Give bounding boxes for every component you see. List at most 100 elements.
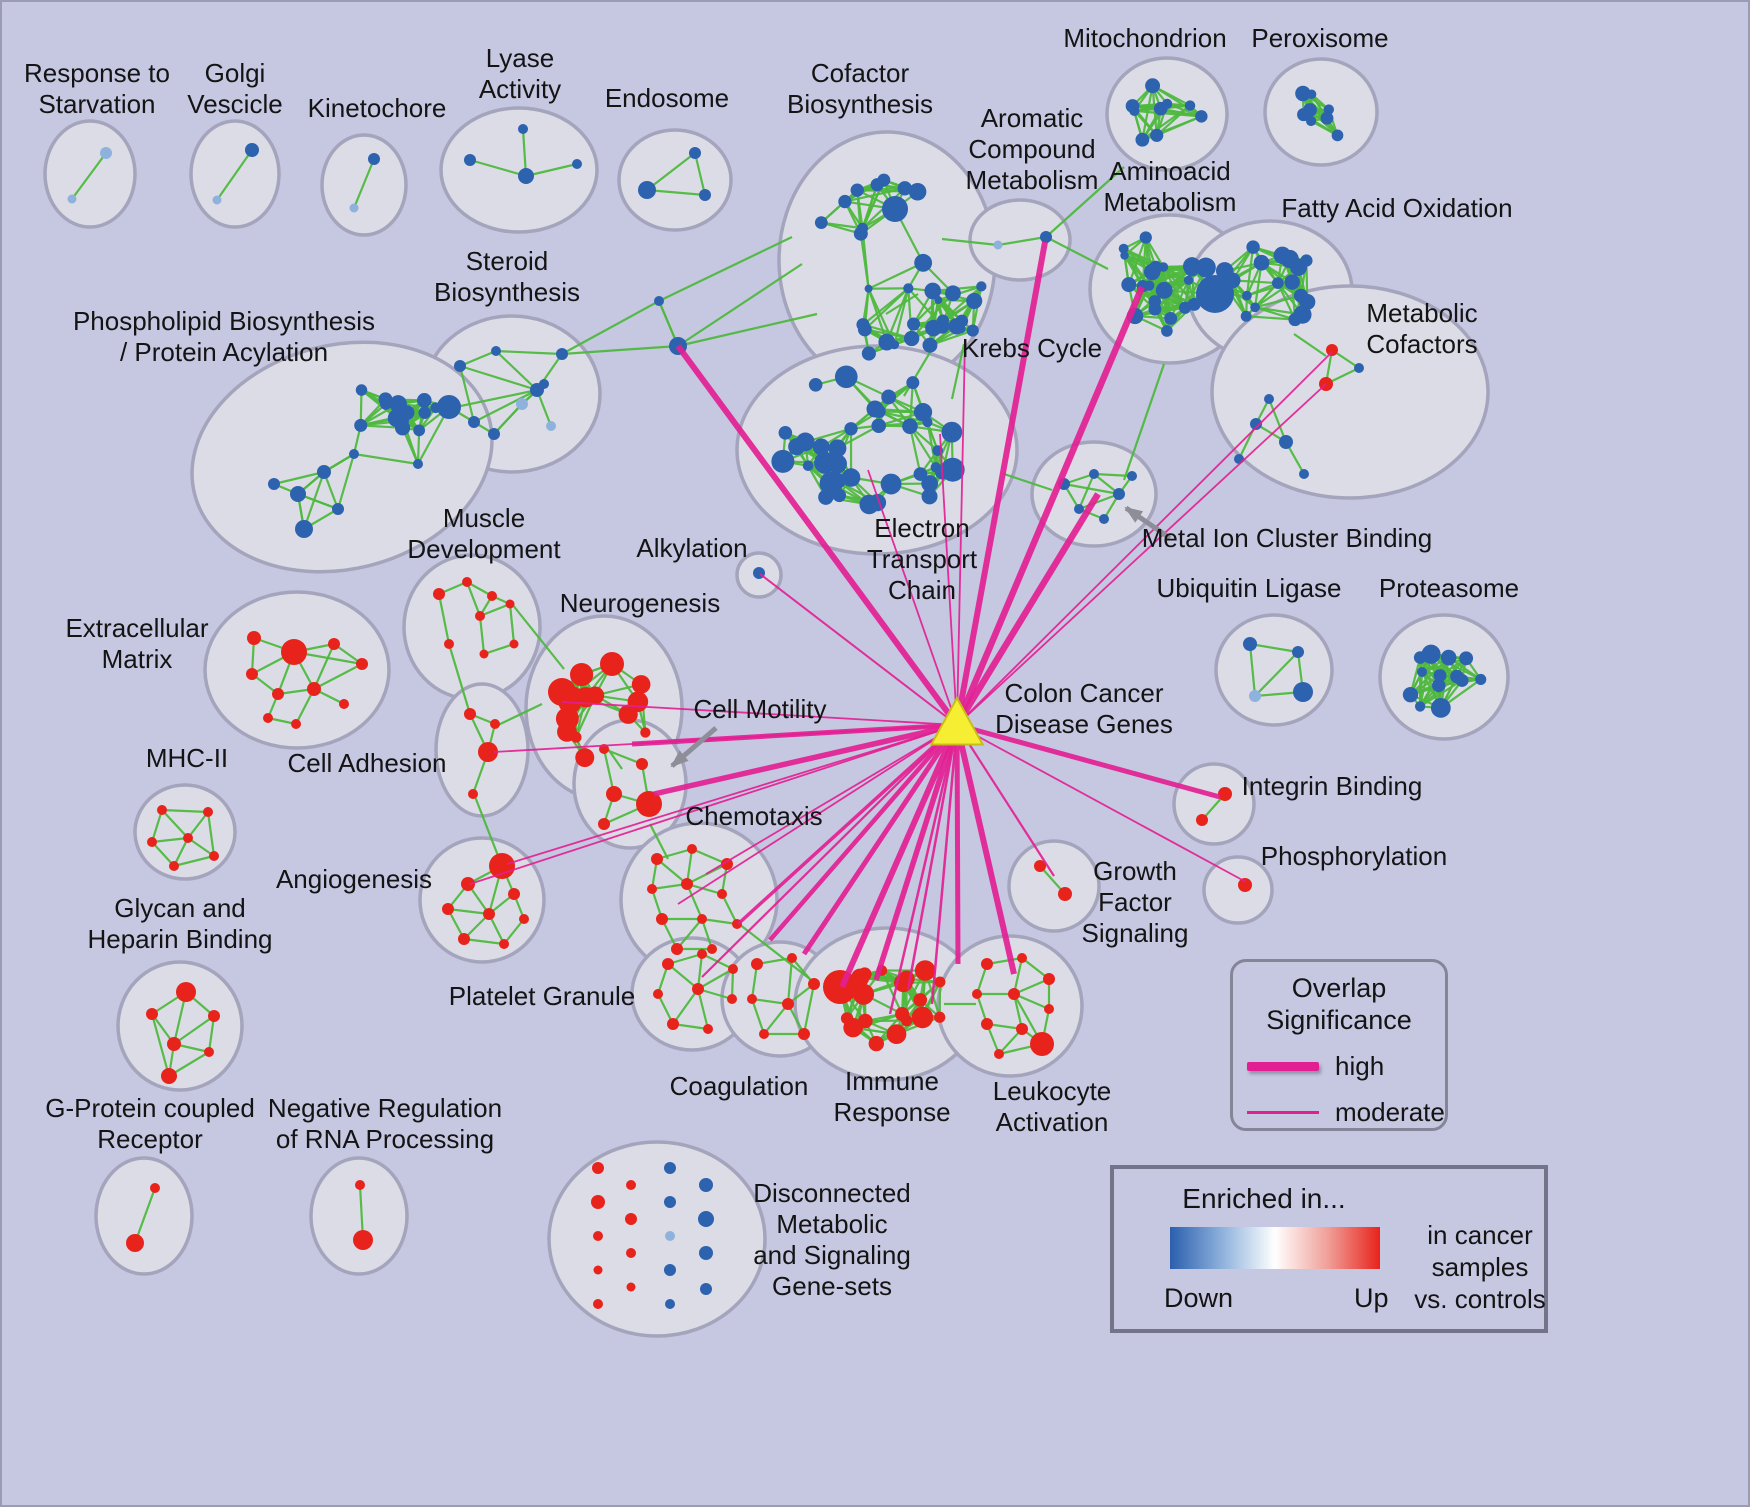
gene-set-node <box>908 182 927 201</box>
gene-set-node <box>895 1006 910 1022</box>
gene-set-node <box>955 314 969 328</box>
gene-set-node <box>1475 673 1487 685</box>
cluster-label-electron-transport-chain: Transport <box>867 544 978 574</box>
gene-set-node <box>444 639 454 649</box>
gene-set-edge <box>493 403 523 435</box>
overlap-significance-edge <box>736 723 959 926</box>
gene-set-node <box>1293 288 1308 303</box>
gene-set-node <box>1279 435 1293 449</box>
cluster-label-proteasome: Proteasome <box>1379 573 1519 603</box>
gene-set-edge <box>313 663 363 690</box>
gene-set-node <box>1253 254 1270 271</box>
gene-set-node <box>802 460 814 472</box>
cluster-label-disconnected-metabolic-and-signaling-gene-sets: Disconnected <box>753 1178 911 1208</box>
cluster-growth-factor-signaling <box>1007 839 1101 933</box>
gene-set-edge <box>447 907 490 916</box>
cluster-label-steroid-biosynthesis: Steroid <box>466 246 548 276</box>
cluster-muscle-development <box>402 553 542 701</box>
gene-set-node <box>317 465 331 479</box>
gene-set-node <box>1440 649 1457 666</box>
inter-cluster-edge <box>511 603 565 670</box>
gene-set-edge <box>495 350 538 391</box>
gene-set-node <box>924 282 942 300</box>
gene-set-node <box>913 993 928 1007</box>
inter-cluster-edge <box>649 823 669 860</box>
gene-set-node <box>1306 89 1317 99</box>
cluster-label-negative-regulation-of-rna-processing: of RNA Processing <box>276 1124 494 1154</box>
enriched-context-line2: samples <box>1431 1252 1529 1282</box>
cluster-label-angiogenesis: Angiogenesis <box>276 864 432 894</box>
gene-set-node <box>626 1180 636 1190</box>
gene-set-edge <box>1077 473 1096 510</box>
gene-set-node <box>478 742 498 762</box>
cluster-aromatic-compound-metabolism <box>968 198 1072 282</box>
cluster-label-growth-factor-signaling: Factor <box>1098 887 1172 917</box>
cluster-label-cell-adhesion: Cell Adhesion <box>288 748 447 778</box>
gene-set-edge <box>1276 282 1297 321</box>
cluster-label-leukocyte-activation: Leukocyte <box>993 1076 1112 1106</box>
gene-set-node <box>518 168 534 184</box>
cluster-label-chemotaxis: Chemotaxis <box>685 801 822 831</box>
gene-set-edge <box>1141 104 1191 141</box>
gene-set-node <box>880 473 902 495</box>
cluster-glycan-and-heparin-binding <box>116 960 244 1092</box>
gene-set-edge <box>353 452 419 466</box>
gene-set-edge <box>1063 482 1120 496</box>
cluster-label-disconnected-metabolic-and-signaling-gene-sets: and Signaling <box>753 1240 911 1270</box>
gene-set-node <box>1292 646 1304 658</box>
gene-set-node <box>433 588 445 600</box>
inter-cluster-edge <box>677 312 818 348</box>
gene-set-node <box>464 154 476 166</box>
gene-set-edge <box>751 997 789 1006</box>
gene-set-node <box>689 147 701 159</box>
gene-set-node <box>858 1013 873 1029</box>
gene-set-node <box>925 319 942 337</box>
cluster-label-muscle-development: Muscle <box>443 503 525 533</box>
cluster-label-lyase-activity: Activity <box>479 74 561 104</box>
gene-set-node <box>430 402 442 414</box>
overlap-significance-edge <box>677 724 958 905</box>
gene-set-node <box>1148 302 1162 316</box>
gene-set-edge <box>463 937 505 946</box>
gene-set-node <box>147 837 157 847</box>
gene-set-node <box>625 1213 637 1225</box>
gene-set-node <box>1162 98 1173 109</box>
gene-set-node <box>651 853 663 865</box>
inter-cluster-edge <box>1045 166 1125 238</box>
gene-set-node <box>1135 132 1150 147</box>
gene-set-node <box>354 418 368 432</box>
gene-set-edge <box>473 389 538 423</box>
cluster-label-aromatic-compound-metabolism: Metabolism <box>966 165 1099 195</box>
gene-set-node <box>889 339 900 350</box>
gene-set-node <box>570 731 582 743</box>
gene-set-node <box>852 983 875 1005</box>
gene-set-edge <box>859 233 870 289</box>
gene-set-node <box>516 398 528 410</box>
gene-set-edge <box>459 364 538 392</box>
gene-set-node <box>882 196 908 222</box>
gene-set-node <box>751 958 763 970</box>
gene-set-node <box>356 658 368 670</box>
gene-set-node <box>787 953 797 963</box>
gene-set-node <box>454 360 466 372</box>
hub-label: Disease Genes <box>995 709 1173 739</box>
gene-set-node <box>593 1231 603 1241</box>
gene-set-node <box>546 421 556 431</box>
gene-set-node <box>671 943 683 955</box>
gene-set-node <box>697 949 707 959</box>
cluster-label-leukocyte-activation: Activation <box>996 1107 1109 1137</box>
gene-set-node <box>728 964 738 974</box>
overlap-significance-legend: Overlap Significance high moderate <box>1230 959 1448 1131</box>
gene-set-node <box>556 348 568 360</box>
gene-set-node <box>1331 129 1344 142</box>
gene-set-node <box>1155 281 1173 299</box>
gene-set-edge <box>352 158 376 209</box>
gene-set-edge <box>187 837 215 857</box>
gene-set-node <box>1306 115 1317 127</box>
gene-set-node <box>636 758 648 770</box>
gene-set-node <box>834 365 858 389</box>
gene-set-node <box>1295 85 1311 102</box>
overlap-significance-edge <box>956 383 1327 726</box>
cluster-label-electron-transport-chain: Chain <box>888 575 956 605</box>
